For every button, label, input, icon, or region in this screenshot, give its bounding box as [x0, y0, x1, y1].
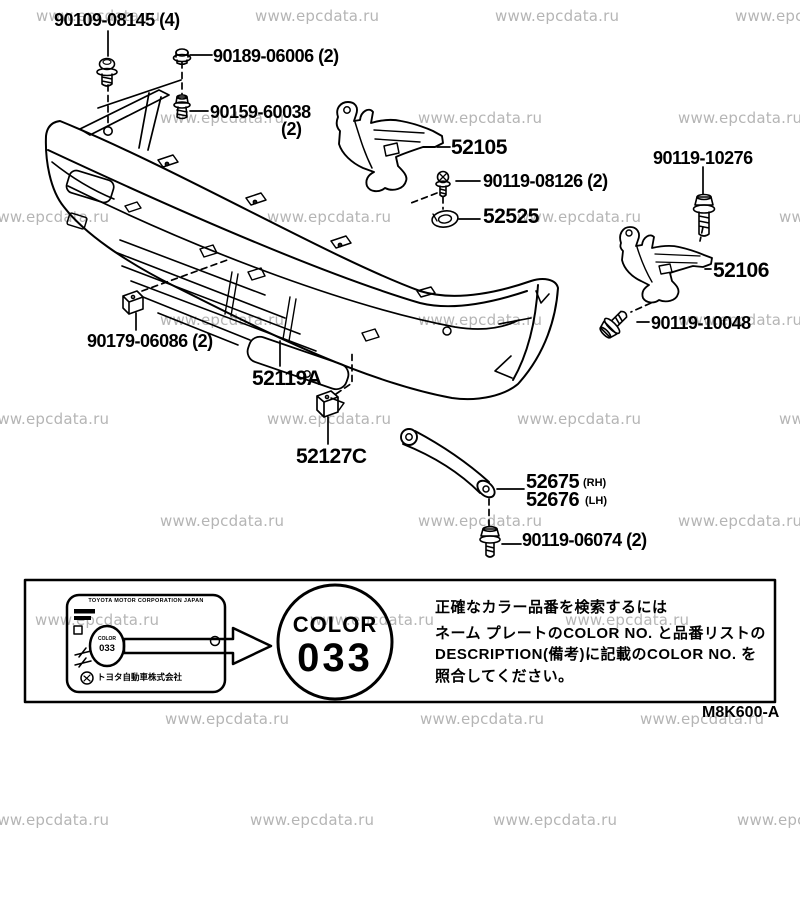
bolt-90119-10048-icon	[599, 310, 628, 339]
part-label-52127C[interactable]: 52127C	[296, 445, 367, 468]
watermark: www.epcdata.ru	[495, 7, 620, 25]
fog-lamp-recess	[65, 169, 115, 204]
watermark: www.epcdata.ru	[420, 710, 545, 728]
watermark: www.epcdata.ru	[160, 109, 285, 127]
part-label-52106[interactable]: 52106	[713, 259, 769, 282]
watermark: www.epcdata.ru	[640, 710, 765, 728]
bolt-90119-10276-icon	[692, 193, 716, 237]
watermark: www.epcdata.ru	[267, 208, 392, 226]
watermark: www.epcdata.ru	[418, 109, 543, 127]
watermark: www.epcdata.ru	[678, 109, 800, 127]
clip-52127C-icon	[316, 390, 345, 418]
watermark: www.epcdata.ru	[418, 512, 543, 530]
plate-circle-number: 033	[99, 643, 115, 654]
part-label-52105[interactable]: 52105	[451, 136, 507, 159]
bumper-cover-drawing	[44, 89, 559, 401]
bolt-hole	[103, 126, 114, 137]
part-label-52675[interactable]: 52675	[526, 471, 580, 493]
grille-slats	[114, 239, 317, 352]
dashed-lines	[107, 61, 704, 527]
license-plate-recess	[246, 335, 350, 391]
legend-box-drawing	[23, 578, 777, 704]
legend-note-line-1: 正確なカラー品番を検索するには	[435, 599, 668, 616]
part-label-52119A[interactable]: 52119A	[252, 367, 322, 390]
color-code-circle	[276, 583, 394, 701]
part-label-90119-08126[interactable]: 90119-08126 (2)	[483, 171, 608, 191]
part-label-52675-side: (RH)	[583, 477, 607, 489]
watermark: www.epcdata.ru	[250, 811, 375, 829]
recycle-icon	[80, 671, 94, 685]
watermark: www.epcdata.ru	[517, 410, 642, 428]
bolt-90119-08126-icon	[435, 170, 451, 198]
plate-text-bars	[74, 609, 95, 620]
watermark: www.epcdata.ru	[36, 7, 161, 25]
part-label-90119-10048[interactable]: 90119-10048	[651, 313, 751, 333]
watermark: www.epcdata.ru	[517, 208, 642, 226]
bolt-90159-icon	[173, 94, 191, 120]
watermark: www.epcdata.ru	[267, 410, 392, 428]
color-circle-word: COLOR	[292, 612, 378, 637]
watermark: www.epcdata.ru	[0, 208, 110, 226]
part-label-90159-60038[interactable]: 90159-60038	[210, 102, 311, 122]
part-label-90109-08145[interactable]: 90109-08145 (4)	[54, 10, 180, 30]
watermark: www.epcdata.ru	[493, 811, 618, 829]
plate-screw-hole	[209, 635, 221, 647]
sheet-code: M8K600-A	[702, 704, 780, 721]
top-flange	[79, 89, 170, 136]
part-label-90189-06006[interactable]: 90189-06006 (2)	[213, 46, 339, 66]
bracket-52106-drawing	[619, 226, 713, 304]
watermark: www.epcdata.ru	[160, 512, 285, 530]
plate-header-text: TOYOTA MOTOR CORPORATION JAPAN	[88, 598, 204, 604]
name-plate	[65, 593, 227, 694]
part-label-90179-06086[interactable]: 90179-06086 (2)	[87, 331, 213, 351]
legend-note-line-3: DESCRIPTION(備考)に記載のCOLOR NO. を	[435, 646, 757, 663]
bolt-90109-icon	[96, 57, 118, 87]
part-label-52676-side: (LH)	[585, 495, 607, 507]
legend-note-line-2: ネーム プレートのCOLOR NO. と品番リストの	[435, 625, 766, 642]
watermark: www.epcdata.ru	[779, 410, 800, 428]
watermark: www.epcdata.ru	[737, 811, 800, 829]
watermark: www.epcdata.ru	[310, 611, 435, 629]
watermark: www.epcdata.ru	[165, 710, 290, 728]
arrow-icon	[122, 626, 273, 666]
clip-52525-icon	[431, 210, 459, 228]
part-label-90119-10276[interactable]: 90119-10276	[653, 148, 753, 168]
watermark: www.epcdata.ru	[779, 208, 800, 226]
part-label-52525[interactable]: 52525	[483, 205, 539, 228]
watermark: www.epcdata.ru	[678, 311, 800, 329]
part-label-52676[interactable]: 52676	[526, 489, 580, 511]
watermark: www.epcdata.ru	[0, 811, 110, 829]
clip-90179-icon	[122, 290, 144, 315]
legend-note-line-4: 照合してください。	[435, 668, 574, 685]
side-arm-drawing	[400, 428, 496, 499]
part-label-90159-60038-qty[interactable]: (2)	[281, 119, 302, 139]
bolt-90119-06074-icon	[479, 525, 501, 558]
watermark: www.epcdata.ru	[255, 7, 380, 25]
plate-company-text: トヨタ自動車株式会社	[97, 672, 183, 682]
leader-lines	[97, 30, 712, 545]
legend-box-border	[23, 578, 777, 704]
watermark: www.epcdata.ru	[0, 410, 110, 428]
color-circle-number: 033	[297, 636, 373, 680]
watermark: www.epcdata.ru	[678, 512, 800, 530]
watermark: www.epcdata.ru	[565, 611, 690, 629]
plate-circle-word: COLOR	[97, 636, 117, 642]
watermark: www.epcdata.ru	[735, 7, 800, 25]
part-label-90119-06074[interactable]: 90119-06074 (2)	[522, 530, 647, 550]
bracket-52105-drawing	[335, 101, 444, 193]
